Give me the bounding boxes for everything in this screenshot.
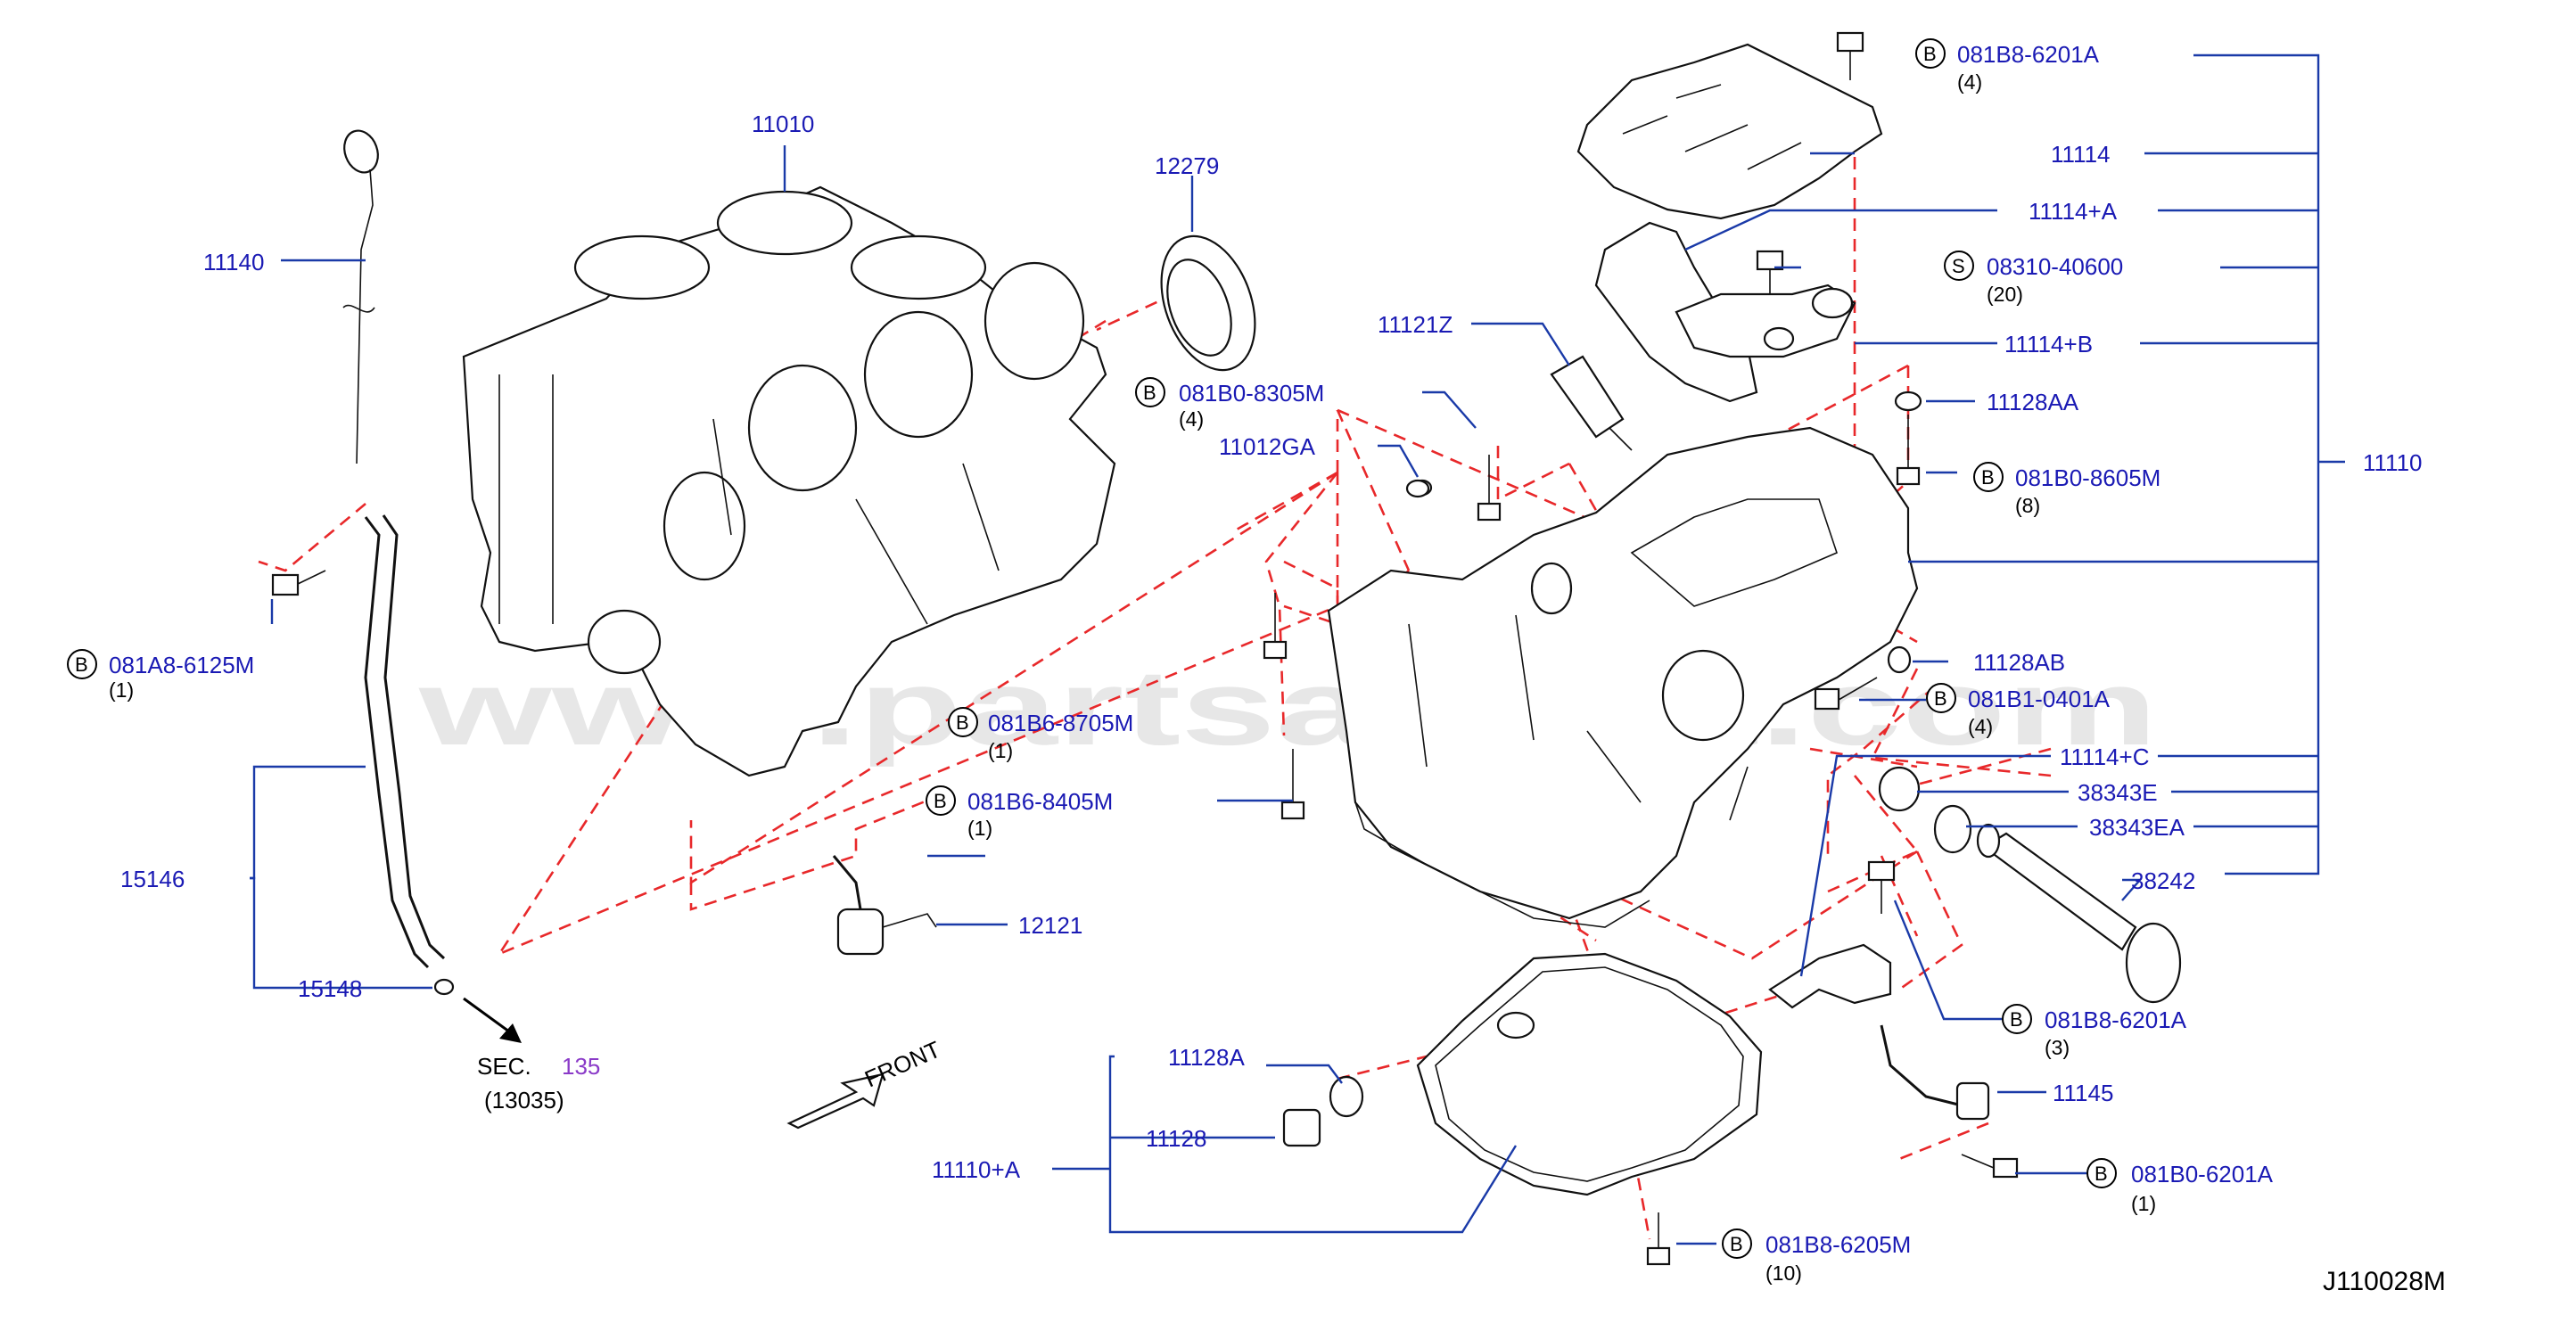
part-label-38242[interactable]: 38242 — [2131, 867, 2195, 894]
qty-label: (3) — [2045, 1036, 2070, 1059]
lower-oil-pan-drawing — [1416, 952, 1763, 1196]
oil-strainer-pipe-drawing — [1976, 823, 2182, 1004]
dipstick-guide-drawing — [364, 514, 446, 969]
circle-mark: B — [1143, 382, 1156, 404]
part-label-081b1-0401a[interactable]: 081B1-0401A — [1968, 686, 2111, 712]
qty-label: (20) — [1987, 283, 2023, 306]
part-label-081b0-8305m[interactable]: 081B0-8305M — [1179, 380, 1324, 407]
part-label-08310-40600[interactable]: 08310-40600 — [1987, 253, 2123, 280]
part-label-12121[interactable]: 12121 — [1018, 912, 1082, 939]
part-label-081a8-6125m[interactable]: 081A8-6125M — [109, 652, 254, 678]
front-label: FRONT — [860, 1036, 944, 1093]
bracket-11114c-drawing — [1768, 943, 1892, 1009]
part-label-11140[interactable]: 11140 — [203, 249, 264, 275]
part-label-11128a[interactable]: 11128A — [1168, 1044, 1245, 1071]
qty-label: (1) — [109, 678, 134, 702]
part-label-11114[interactable]: 11114 — [2051, 141, 2111, 168]
bolt-drawings — [271, 31, 2019, 1266]
circle-mark: B — [1923, 43, 1937, 65]
oring-38343ea-drawing — [1933, 804, 1972, 854]
part-label-081b8-6201a[interactable]: 081B8-6201A — [1957, 41, 2100, 68]
part-label-11128ab[interactable]: 11128AB — [1973, 649, 2065, 676]
circle-mark: B — [75, 653, 88, 676]
cylinder-block-drawing — [462, 185, 1116, 777]
circle-mark: B — [934, 790, 947, 812]
rear-oil-seal-drawing — [1160, 234, 1256, 372]
part-label-081b6-8405m[interactable]: 081B6-8405M — [967, 788, 1113, 815]
qty-label: (8) — [2015, 494, 2040, 517]
part-label-15146[interactable]: 15146 — [120, 866, 185, 892]
part-label-081b0-8605m[interactable]: 081B0-8605M — [2015, 464, 2160, 491]
qty-label: (1) — [967, 817, 992, 840]
part-label-12279[interactable]: 12279 — [1155, 152, 1219, 179]
circle-mark: S — [1952, 255, 1965, 277]
part-labels: 11010 12279 11140 B 081A8-6125M (1) 1514… — [67, 38, 2446, 1296]
baffle-plate-drawing — [1576, 43, 1883, 220]
part-label-11114c[interactable]: 11114+C — [2060, 744, 2149, 770]
part-label-11110[interactable]: 11110 — [2363, 449, 2423, 476]
oring-38343e-drawing — [1878, 766, 1921, 812]
part-label-15148[interactable]: 15148 — [298, 975, 362, 1002]
sec-prefix: SEC. — [477, 1053, 531, 1080]
sensor-12121-drawing — [832, 855, 937, 956]
diagram-code: J110028M — [2323, 1267, 2446, 1296]
part-label-38343e[interactable]: 38343E — [2078, 779, 2158, 806]
part-label-11145[interactable]: 11145 — [2053, 1080, 2113, 1106]
oil-level-sensor-drawing — [1880, 1024, 1990, 1121]
circle-mark: B — [1934, 687, 1947, 710]
qty-label: (4) — [1957, 70, 1982, 94]
part-label-11114b[interactable]: 11114+B — [2004, 331, 2093, 357]
qty-label: (4) — [1179, 407, 1204, 431]
part-label-11010[interactable]: 11010 — [752, 111, 814, 137]
front-arrow-icon — [786, 1072, 885, 1130]
part-label-081b8-6205m[interactable]: 081B8-6205M — [1765, 1231, 1911, 1258]
part-label-081b6-8705m[interactable]: 081B6-8705M — [988, 710, 1133, 736]
sec-sub: (13035) — [484, 1087, 564, 1113]
part-label-081b0-6201a[interactable]: 081B0-6201A — [2131, 1161, 2274, 1187]
circle-mark: B — [2095, 1163, 2108, 1185]
upper-oil-pan-drawing — [1327, 426, 1919, 928]
dipstick-drawing — [342, 129, 379, 464]
qty-label: (1) — [2131, 1192, 2156, 1215]
drain-plug-drawing — [1282, 1075, 1364, 1147]
qty-label: (1) — [988, 739, 1013, 762]
sec-number[interactable]: 135 — [562, 1053, 600, 1080]
part-label-38343ea[interactable]: 38343EA — [2089, 814, 2185, 841]
part-label-11114a[interactable]: 11114+A — [2029, 198, 2118, 225]
sealant-tube-drawing — [1550, 355, 1633, 451]
part-label-11121z[interactable]: 11121Z — [1378, 311, 1453, 338]
qty-label: (10) — [1765, 1261, 1802, 1285]
part-label-11128[interactable]: 11128 — [1146, 1125, 1206, 1152]
qty-label: (4) — [1968, 715, 1993, 738]
circle-mark: B — [2010, 1008, 2023, 1031]
circle-mark: B — [1730, 1233, 1743, 1255]
part-label-11012ga[interactable]: 11012GA — [1219, 433, 1316, 460]
oring-15148-drawing — [433, 978, 455, 996]
part-label-11110a[interactable]: 11110+A — [932, 1156, 1021, 1183]
baffle-b-drawing — [1675, 284, 1856, 358]
circle-mark: B — [956, 711, 969, 734]
plug-11012ga-drawing — [1405, 479, 1430, 498]
circle-mark: B — [1981, 466, 1995, 489]
part-label-081b8-6201a-3[interactable]: 081B8-6201A — [2045, 1007, 2187, 1033]
sec-arrow-icon — [463, 997, 522, 1043]
leader-lines — [250, 53, 2345, 1245]
part-label-11128aa[interactable]: 11128AA — [1987, 389, 2079, 415]
